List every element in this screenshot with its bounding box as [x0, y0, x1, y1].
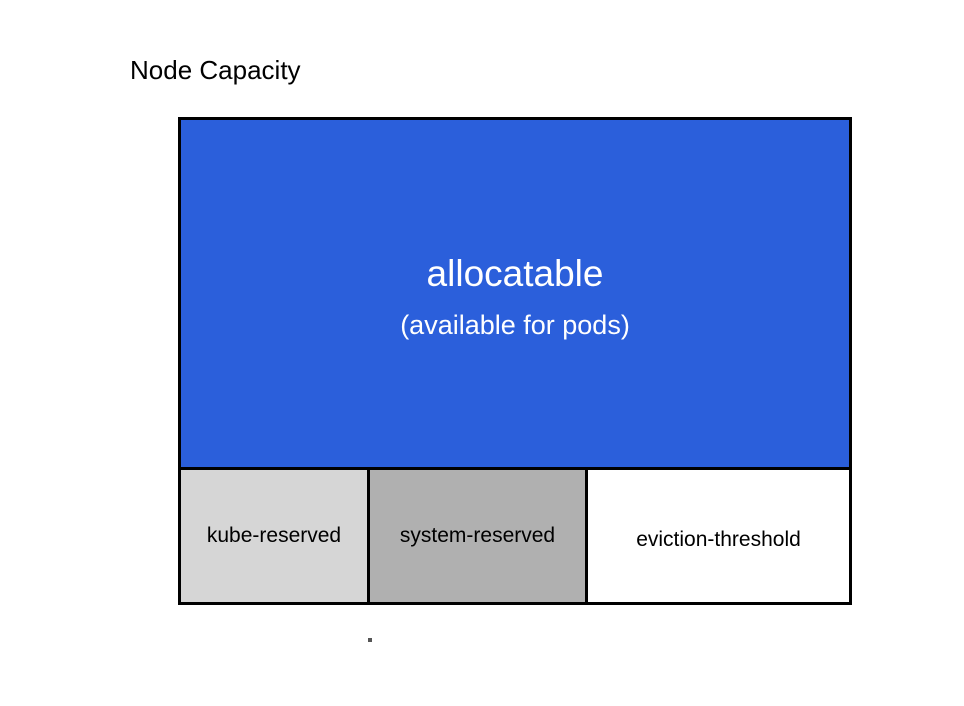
stray-dot-mark	[368, 638, 372, 642]
eviction-threshold-block: eviction-threshold	[588, 470, 849, 602]
kube-reserved-label: kube-reserved	[206, 524, 342, 547]
allocatable-sublabel: (available for pods)	[400, 309, 630, 340]
node-capacity-box: allocatable (available for pods) kube-re…	[178, 117, 852, 605]
eviction-threshold-label: eviction-threshold	[636, 528, 801, 551]
allocatable-label: allocatable	[426, 252, 604, 294]
page-title: Node Capacity	[130, 55, 301, 85]
allocatable-block: allocatable (available for pods)	[181, 120, 849, 470]
kube-reserved-block: kube-reserved	[181, 470, 370, 602]
system-reserved-block: system-reserved	[370, 470, 588, 602]
system-reserved-label: system-reserved	[399, 524, 556, 547]
reserved-row: kube-reserved system-reserved eviction-t…	[181, 470, 849, 602]
